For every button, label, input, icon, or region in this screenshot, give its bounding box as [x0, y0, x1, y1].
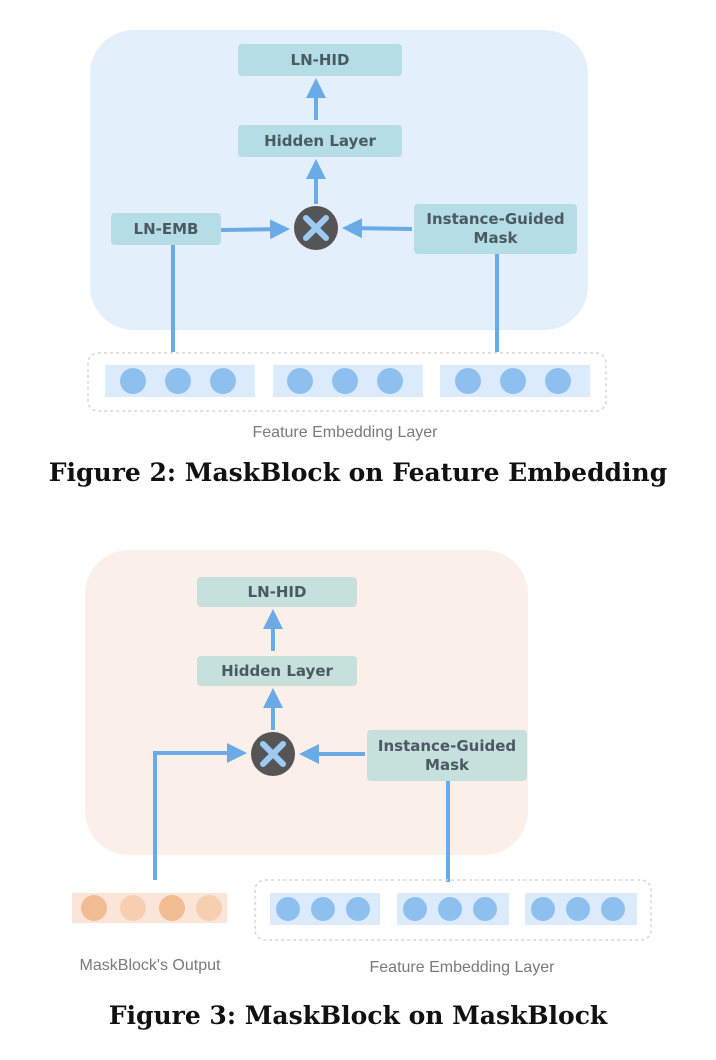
multiply-icon [251, 732, 295, 776]
figure-2: LN-HID Hidden Layer LN-EMB Instance-Guid… [0, 0, 716, 500]
ln-hid-box [197, 577, 357, 607]
arrow-mask-to-multiply [342, 218, 413, 239]
embedding-dot [601, 897, 625, 921]
embedding-dot [438, 897, 462, 921]
embedding-dot [120, 368, 146, 394]
embedding-dot [545, 368, 571, 394]
ln-hid-box [238, 44, 402, 76]
arrow-output-to-multiply [153, 743, 247, 880]
arrow-lnemb-to-multiply [220, 219, 290, 240]
embedding-dot [500, 368, 526, 394]
embedding-dot [276, 897, 300, 921]
embedding-dot [287, 368, 313, 394]
figure-3-diagram [72, 550, 652, 941]
ln-emb-box [111, 213, 221, 245]
figure-3: LN-HID Hidden Layer Instance-Guided Mask… [0, 540, 716, 1060]
maskblock-output-label: MaskBlock's Output [79, 957, 221, 974]
ln-hid-label: LN-HID [247, 582, 307, 601]
instance-guided-mask-box [367, 730, 527, 781]
hidden-layer-box [197, 656, 357, 686]
arrows [153, 609, 450, 882]
embedding-dot [311, 897, 335, 921]
feature-embedding-layer-label: Feature Embedding Layer [252, 424, 438, 441]
hidden-layer-box [238, 125, 402, 157]
instance-guided-mask-label: Instance-Guided Mask [426, 210, 565, 247]
embedding-layer-frame [254, 879, 652, 941]
instance-guided-mask-label: Instance-Guided Mask [377, 736, 517, 774]
arrows [171, 78, 499, 352]
instance-guided-mask-box [414, 204, 577, 254]
hidden-layer-label: Hidden Layer [221, 661, 333, 680]
embedding-dot [531, 897, 555, 921]
embedding-dot [403, 897, 427, 921]
output-dot [81, 895, 107, 921]
maskblock-panel [90, 30, 588, 330]
ln-emb-label: LN-EMB [133, 219, 199, 238]
output-dot [120, 895, 146, 921]
maskblock-output [72, 893, 227, 923]
embedding-dot [377, 368, 403, 394]
embedding-groups [270, 893, 637, 925]
output-dot [159, 895, 185, 921]
figure-2-diagram [87, 30, 607, 412]
embedding-dot [473, 897, 497, 921]
hidden-layer-label: Hidden Layer [264, 131, 376, 150]
embedding-dot [332, 368, 358, 394]
embedding-dot [566, 897, 590, 921]
ln-hid-label: LN-HID [290, 50, 350, 69]
figure-2-caption: Figure 2: MaskBlock on Feature Embedding [48, 458, 668, 487]
feature-embedding-layer-label: Feature Embedding Layer [369, 959, 555, 976]
embedding-dot [210, 368, 236, 394]
embedding-dot [346, 897, 370, 921]
embedding-dot [455, 368, 481, 394]
figure-3-caption: Figure 3: MaskBlock on MaskBlock [108, 1001, 608, 1030]
embedding-groups [105, 365, 590, 397]
embedding-layer-frame [87, 352, 607, 412]
embedding-dot [165, 368, 191, 394]
output-dot [196, 895, 222, 921]
multiply-icon [294, 206, 338, 250]
